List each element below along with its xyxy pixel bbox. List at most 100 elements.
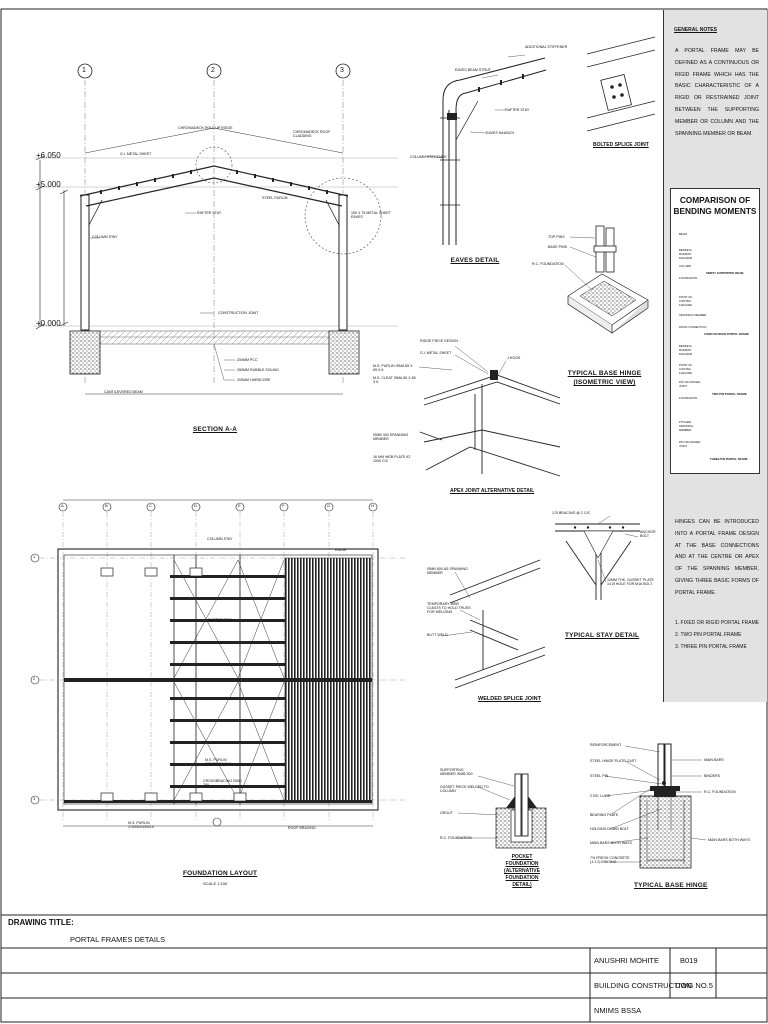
- eaves-detail-title: EAVES DETAIL: [450, 257, 500, 264]
- plan-grid-row: 1: [33, 554, 36, 559]
- caption: THREE PIN PORTAL FRAME: [710, 457, 748, 461]
- annotation: 200MM PCC: [237, 358, 258, 362]
- annotation: M.S. PURLIN 175X50X20X3.0: [128, 821, 155, 829]
- annotation: CHROMADECK ROLL UP RIDGE: [178, 126, 233, 130]
- annotation: HOLDING DOWN BOLT: [590, 827, 629, 831]
- typical-base-hinge: [604, 743, 707, 869]
- annotation: SUPPORTING MEMBER ISMB 300: [440, 768, 473, 776]
- eaves-detail: [424, 54, 547, 245]
- plan-grid-col: G: [327, 503, 331, 508]
- plan-grid-col: F: [282, 503, 285, 508]
- institute: NMIMS BSSA: [594, 1006, 642, 1015]
- annotation: COLUMN: [679, 264, 692, 268]
- base-hinge-isometric: [564, 225, 649, 334]
- annotation: ISMB 300 SPANNING MEMBER: [373, 433, 409, 441]
- foundation-scale: SCALE 1:100: [203, 881, 228, 886]
- annotation: R.C. FOUNDATION: [532, 262, 564, 266]
- annotation: POINT OF CONTRA FLEXURE: [679, 295, 693, 307]
- foundation-layout-title: FOUNDATION LAYOUT: [183, 870, 258, 877]
- annotation: M.S. CLEAT ISMA 65 X 65 X 6: [373, 376, 416, 384]
- annotation: STEEL HINGE PLATE CAST: [590, 759, 637, 763]
- foundation-layout-plan: [30, 499, 405, 827]
- plan-grid-col: E: [238, 503, 241, 508]
- hinges-paragraph: Hinges can be introduced into a portal f…: [675, 519, 759, 596]
- annotation: FOUNDATION: [679, 276, 698, 280]
- welded-splice-joint: [441, 559, 546, 689]
- annotation: 175 BRACING @ 2 C/C: [552, 511, 591, 515]
- plan-grid-row: 2: [33, 676, 36, 681]
- pocket-foundation-title: POCKET FOUNDATION (ALTERNATIVE FOUNDATIO…: [504, 854, 540, 888]
- annotation: EAVES HAUNCH: [486, 131, 515, 135]
- annotation: COLUMN STIFFENER: [410, 155, 447, 159]
- annotation: BENDING MOMENT DIAGRAM: [679, 248, 693, 260]
- list-item: 2. TWO PIN PORTAL FRAME: [675, 632, 742, 638]
- bolted-splice-title: BOLTED SPLICE JOINT: [593, 142, 649, 148]
- bolted-splice-joint: [586, 36, 656, 132]
- portal-frame-types-list: 1. FIXED OR RIGID PORTAL FRAME 2. TWO PI…: [675, 617, 761, 653]
- level-label: +5.000: [36, 180, 61, 189]
- annotation: ADDITIONAL STIFFENER: [525, 45, 568, 49]
- annotation: RAFTER STAY: [208, 618, 233, 622]
- annotation: REINFORCEMENT: [590, 743, 622, 747]
- general-notes-heading: GENERAL NOTES: [674, 27, 717, 33]
- caption: TWO PIN PORTAL FRAME: [712, 392, 747, 396]
- grid-label-1: 1: [82, 67, 86, 74]
- annotation: BENDING MOMENT DIAGRAM: [679, 344, 693, 356]
- annotation: SPANNING MEMBER: [679, 313, 707, 317]
- annotation: GROUT: [440, 811, 453, 815]
- title-block: [1, 914, 767, 1022]
- annotation: 16 MM WEB PLATE AT 1000 C/C: [373, 455, 411, 463]
- level-label: +6.050: [36, 151, 61, 160]
- annotation: RIGID CONNECTION: [679, 325, 707, 329]
- plan-grid-row: 3: [33, 796, 36, 801]
- annotation: 7% FRESH CONCRETE (1:1:2) BINDING: [590, 856, 630, 864]
- grid-label-3: 3: [340, 67, 344, 74]
- drawing-title: PORTAL FRAMES DETAILS: [70, 935, 166, 944]
- annotation: 250MM RUBBLE SOLING: [237, 368, 279, 372]
- annotation: EAVES BEAM STRUT: [455, 68, 491, 72]
- annotation: CHROMADECK ROOF CLADDING: [293, 130, 331, 138]
- annotation: BINDERS: [704, 774, 720, 778]
- annotation: BASE PINS: [548, 245, 567, 249]
- subject: BUILDING CONSTRUCTION: [594, 981, 692, 990]
- annotation: COLUMN STAY: [207, 537, 233, 541]
- annotation: BUTT WELD: [427, 633, 448, 637]
- annotation: G.I. METAL SHEET: [120, 152, 152, 156]
- annotation: 200MM HARDCORE: [237, 378, 271, 382]
- general-notes-paragraph: A portal frame may be defined as a conti…: [675, 48, 759, 137]
- annotation: J HOOK: [507, 356, 521, 360]
- list-item: 1. FIXED OR RIGID PORTAL FRAME: [675, 620, 760, 626]
- annotation: ISMB 600 AS SPANNING MEMBER: [427, 567, 468, 575]
- annotation: GUSSET PIECE WELDED TO COLUMN: [440, 785, 489, 793]
- annotation: BEAM: [679, 232, 687, 236]
- base-hinge-iso-title: TYPICAL BASE HINGE (ISOMETRIC VIEW): [567, 370, 642, 386]
- annotation: COLUMN STAY: [92, 235, 118, 239]
- annotation: RAFTER STAY: [197, 211, 222, 215]
- plan-grid-col: B: [105, 503, 108, 508]
- annotation: MAIN BARS BOTH WAYS: [590, 841, 632, 845]
- annotation: POINT OF CONTRA FLEXURE: [679, 363, 693, 375]
- annotation: CONSTRUCTION JOINT: [218, 311, 259, 315]
- annotation: R.C. FOUNDATION: [440, 836, 472, 840]
- pocket-foundation: [457, 773, 547, 849]
- annotation: BEARING PLATE: [590, 813, 619, 817]
- plan-grid-col: C: [149, 503, 152, 508]
- annotation: CROSSBRACING ISMC 200: [203, 779, 243, 787]
- annotation: RIDGE PIECE DESIGN: [420, 339, 458, 343]
- roll-number: B019: [680, 956, 698, 965]
- annotation: TOP PINS: [548, 235, 565, 239]
- plan-grid-col: A: [61, 503, 64, 508]
- apex-joint-detail: [418, 345, 561, 477]
- annotation: M.S. PURLIN ISMA 65 X 65 X 6: [373, 364, 413, 372]
- section-a-a: [34, 63, 398, 395]
- drawing-title-label: DRAWING TITLE:: [8, 918, 74, 927]
- annotation: MAIN BARS: [704, 758, 724, 762]
- plan-grid-col: D: [194, 503, 197, 508]
- comparison-title: COMPARISON OF BENDING MOMENTS: [673, 195, 757, 216]
- annotation: 150 X 75 METAL SHEET EAVES: [351, 211, 391, 219]
- annotation: RIDGE: [335, 548, 347, 552]
- annotation: PIN OR HINGED JOINT: [679, 440, 701, 448]
- annotation: 12MM THK. GUSSET PLATE 14 Ø HOLE FOR M16…: [607, 578, 654, 586]
- annotation: M.S. PURLIN 175X50X20X3.0: [205, 758, 232, 766]
